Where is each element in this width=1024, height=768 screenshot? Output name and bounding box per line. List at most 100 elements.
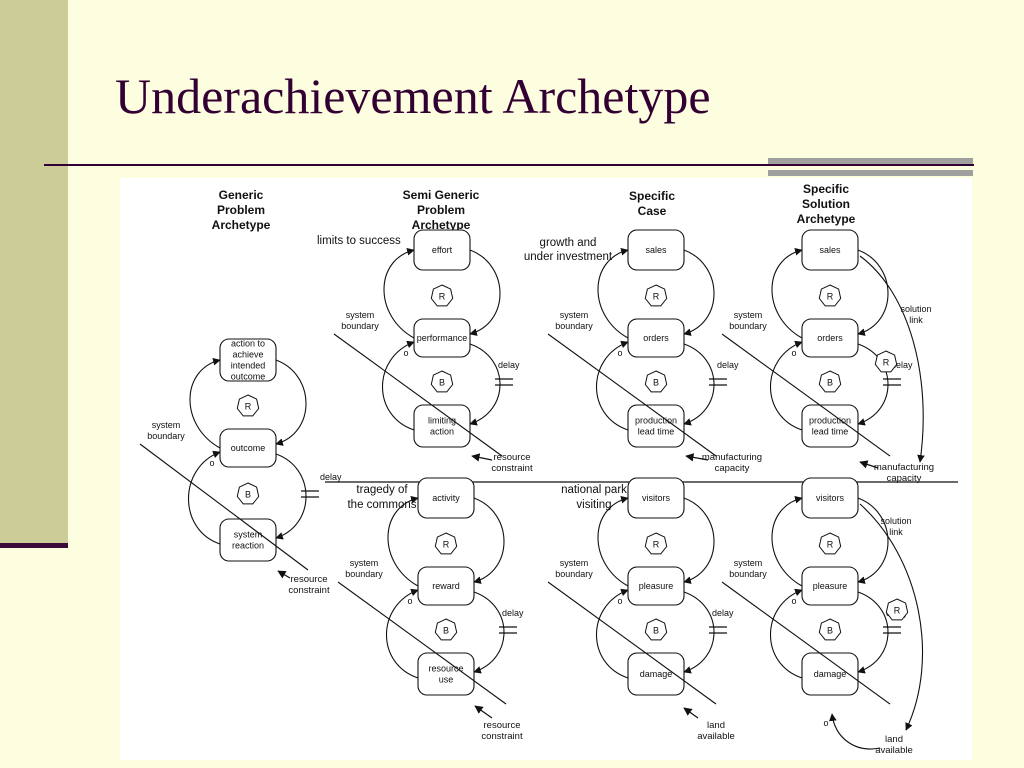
tragedy-balancing-marker-letter: B: [443, 626, 449, 636]
growth_solution-delay-label: delay: [891, 360, 913, 370]
title-rule-accent-bottom: [768, 170, 973, 176]
growth_solution-minus-sign: o: [791, 348, 796, 358]
park_solution-bottom-node-box: [801, 652, 859, 696]
tragedy-top-node-label: activity: [432, 493, 460, 503]
extra-reinforcing-loop-park: R: [885, 598, 909, 621]
growth-bottom-node-box: [627, 404, 685, 448]
growth-minus-sign: o: [617, 348, 622, 358]
growth_solution-top-node-label: sales: [819, 245, 841, 255]
park_solution-minus-sign: o: [791, 596, 796, 606]
park_solution-middle-node-label: pleasure: [813, 581, 848, 591]
generic-balancing-marker-letter: B: [245, 490, 251, 500]
growth-system-boundary-line: [547, 333, 717, 457]
park_solution-system-boundary-line: [721, 581, 891, 705]
tragedy-bottom-node-box: [417, 652, 475, 696]
case-label-limits-to-success: limits to success: [317, 235, 401, 247]
generic-reinforcing-marker-letter: R: [245, 402, 252, 412]
park-bottom-node-label: damage: [640, 669, 673, 679]
growth-middle-node-label: orders: [643, 333, 669, 343]
park-reinforcing-marker-polygon: [644, 532, 668, 555]
growth_solution-reinforcing-marker-letter: R: [827, 292, 834, 302]
limits-reinforcing-marker-letter: R: [439, 292, 446, 302]
title-rule-accent-top: [768, 158, 973, 164]
extra-reinforcing-loop-park-letter: R: [894, 606, 901, 616]
tragedy-delay-label: delay: [502, 608, 524, 618]
solution-link-park: [859, 503, 923, 731]
growth_solution-bottom-node-box: [801, 404, 859, 448]
growth-delay-label: delay: [717, 360, 739, 370]
park-system-boundary-line: [547, 581, 717, 705]
generic-bottom-node-box: [219, 518, 277, 562]
minus-sign-park-solution-land: o: [823, 718, 828, 728]
growth_solution-middle-node-label: orders: [817, 333, 843, 343]
growth_solution-reinforcing-marker-polygon: [818, 284, 842, 307]
tragedy-reinforcing-marker-letter: R: [443, 540, 450, 550]
growth-balancing-marker-letter: B: [653, 378, 659, 388]
limits-top-node-label: effort: [432, 245, 453, 255]
limits-middle-node-label: performance: [417, 333, 468, 343]
park-top-node-label: visitors: [642, 493, 671, 503]
growth_solution-balancing-marker-polygon: [818, 370, 842, 393]
generic-minus-sign: o: [209, 458, 214, 468]
park_solution-top-node-label: visitors: [816, 493, 845, 503]
park-balancing-marker-letter: B: [653, 626, 659, 636]
tragedy-system-boundary-line: [337, 581, 507, 705]
limits-balancing-marker-polygon: [430, 370, 454, 393]
land-to-damage-link: [829, 713, 881, 750]
park-minus-sign: o: [617, 596, 622, 606]
solution-link-growth: [859, 255, 925, 463]
generic-system-boundary-line: [139, 443, 309, 571]
growth-reinforcing-marker-polygon: [644, 284, 668, 307]
extra-reinforcing-loop-park-polygon: [885, 598, 909, 621]
title-rule: [44, 164, 974, 166]
park-middle-node-label: pleasure: [639, 581, 674, 591]
tragedy-middle-node-label: reward: [432, 581, 460, 591]
tragedy-reinforcing-marker-polygon: [434, 532, 458, 555]
park_solution-balancing-marker-letter: B: [827, 626, 833, 636]
tragedy-balancing-marker-polygon: [434, 618, 458, 641]
park_solution-reinforcing-marker-letter: R: [827, 540, 834, 550]
generic-reinforcing-marker-polygon: [236, 394, 260, 417]
left-band-accent-line: [0, 543, 68, 548]
loop-park-solution: visitorspleasuredamageRBosystemboundaryd…: [721, 477, 908, 705]
slide-title: Underachievement Archetype: [115, 68, 711, 124]
park-bottom-node-box: [627, 652, 685, 696]
limits-minus-sign: o: [403, 348, 408, 358]
park-delay-label: delay: [712, 608, 734, 618]
limits-reinforcing-marker-polygon: [430, 284, 454, 307]
limits-bottom-node-box: [413, 404, 471, 448]
limits-balancing-marker-letter: B: [439, 378, 445, 388]
extra-reinforcing-loop-growth-letter: R: [883, 358, 890, 368]
limits-delay-label: delay: [498, 360, 520, 370]
